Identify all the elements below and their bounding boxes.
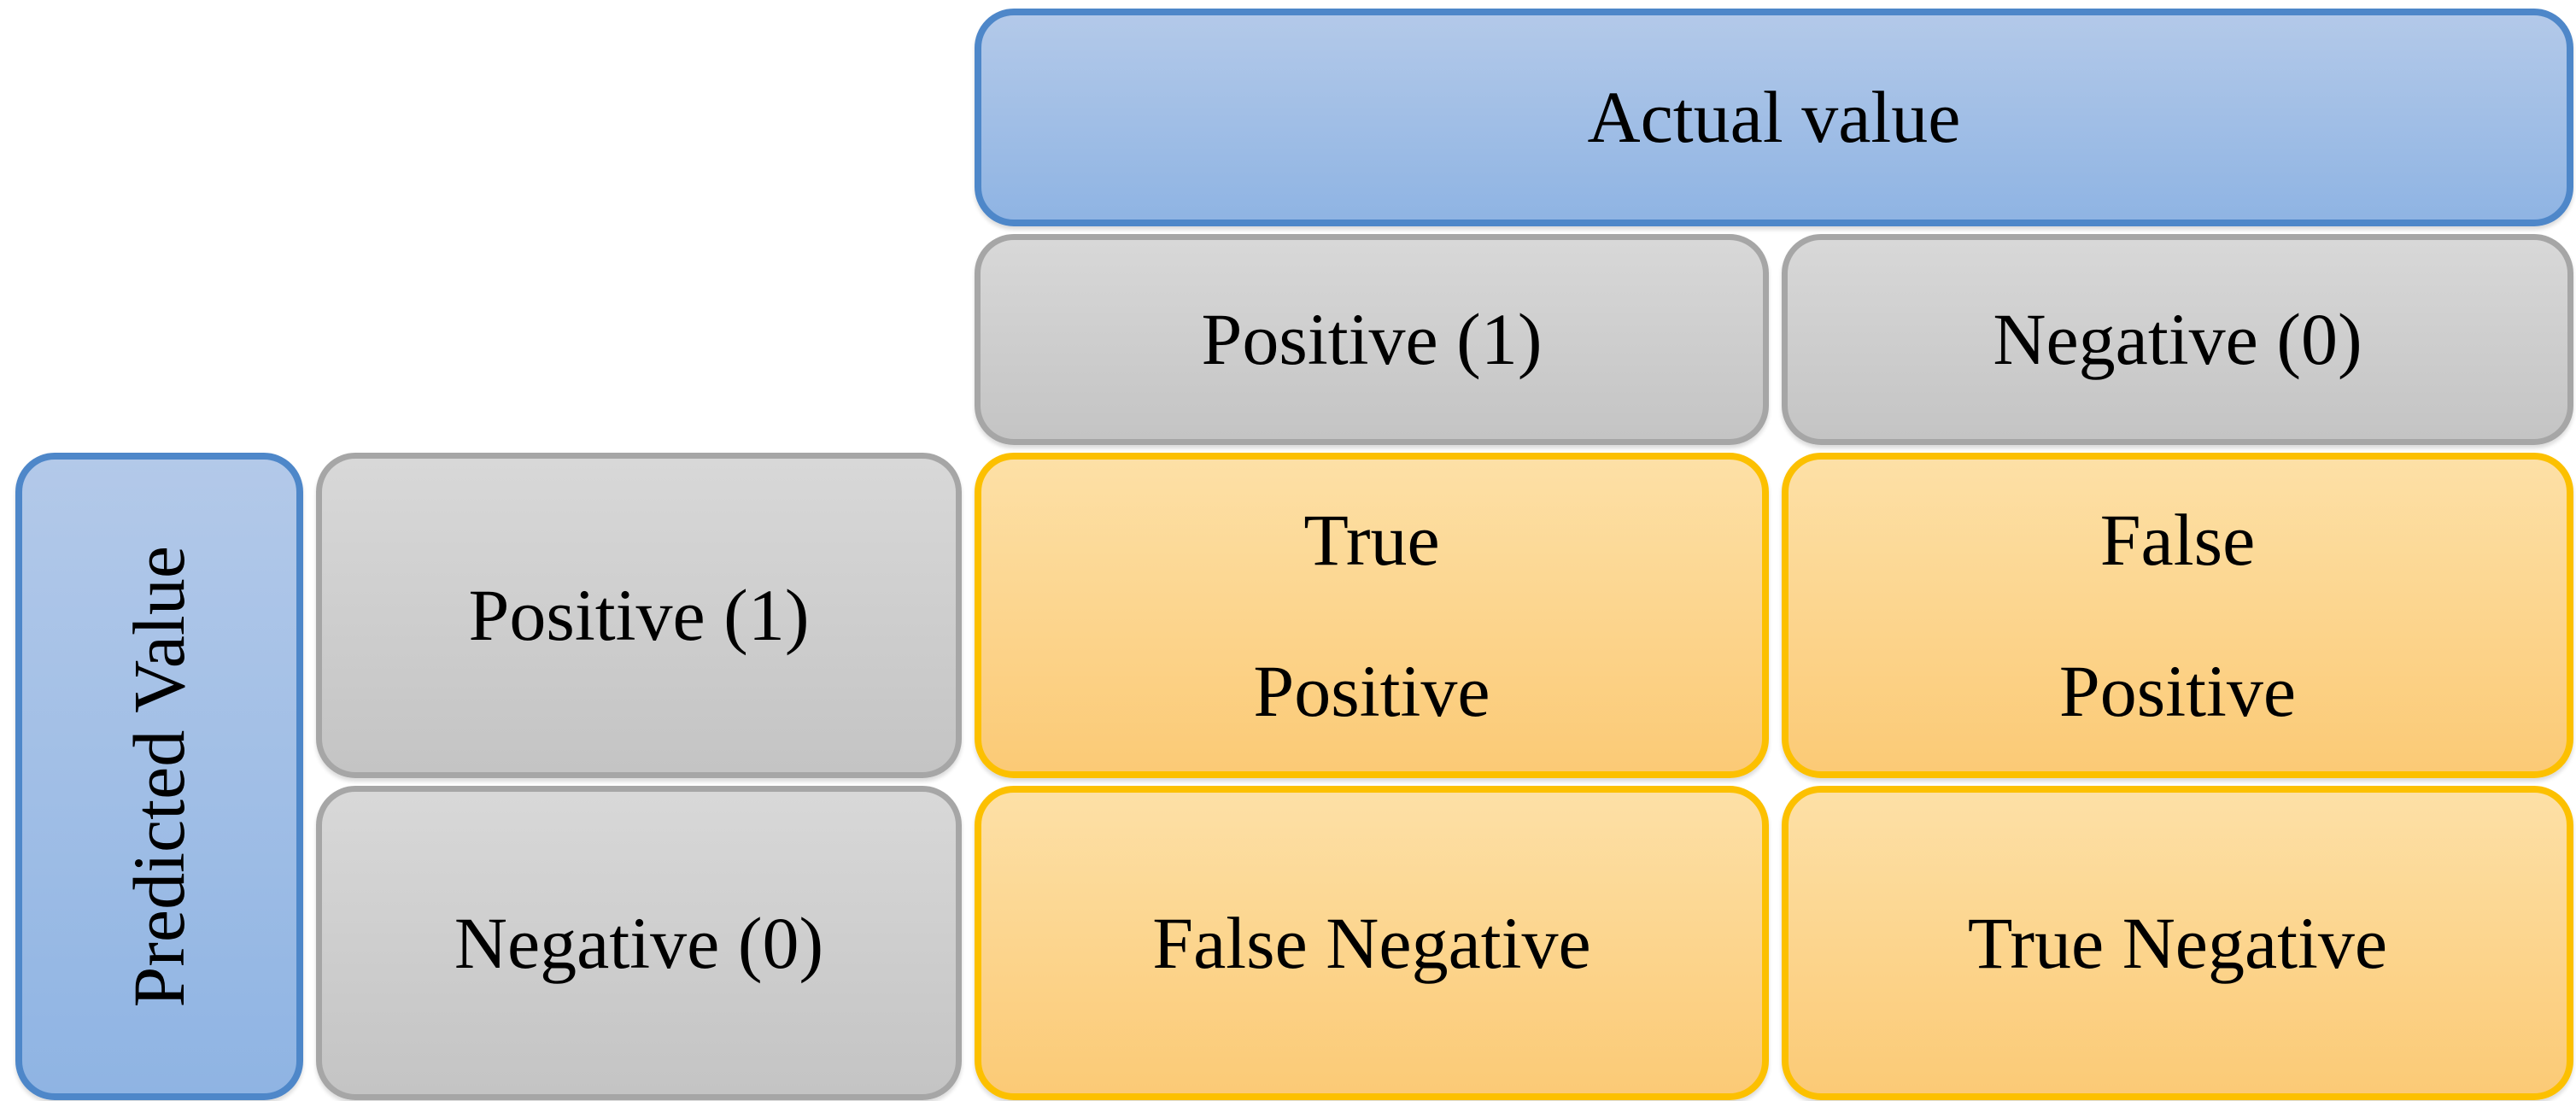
predicted-positive-header: Positive (1) — [316, 453, 962, 778]
actual-positive-header: Positive (1) — [975, 234, 1769, 445]
actual-value-label: Actual value — [1587, 76, 1961, 159]
false-positive-label: False Positive — [2058, 499, 2297, 732]
actual-negative-header: Negative (0) — [1782, 234, 2573, 445]
predicted-value-label: Predicted Value — [118, 545, 201, 1008]
true-negative-cell: True Negative — [1782, 786, 2573, 1100]
false-negative-label: False Negative — [1152, 901, 1591, 984]
predicted-negative-label: Negative (0) — [454, 901, 824, 984]
true-negative-label: True Negative — [1967, 901, 2388, 984]
actual-negative-label: Negative (0) — [1993, 298, 2362, 381]
true-positive-label: True Positive — [1253, 499, 1490, 732]
actual-value-header: Actual value — [975, 9, 2573, 226]
actual-positive-label: Positive (1) — [1201, 298, 1543, 381]
predicted-negative-header: Negative (0) — [316, 786, 962, 1100]
predicted-positive-label: Positive (1) — [468, 574, 810, 657]
false-negative-cell: False Negative — [975, 786, 1769, 1100]
predicted-value-header: Predicted Value — [15, 453, 303, 1100]
true-positive-cell: True Positive — [975, 453, 1769, 778]
false-positive-cell: False Positive — [1782, 453, 2573, 778]
